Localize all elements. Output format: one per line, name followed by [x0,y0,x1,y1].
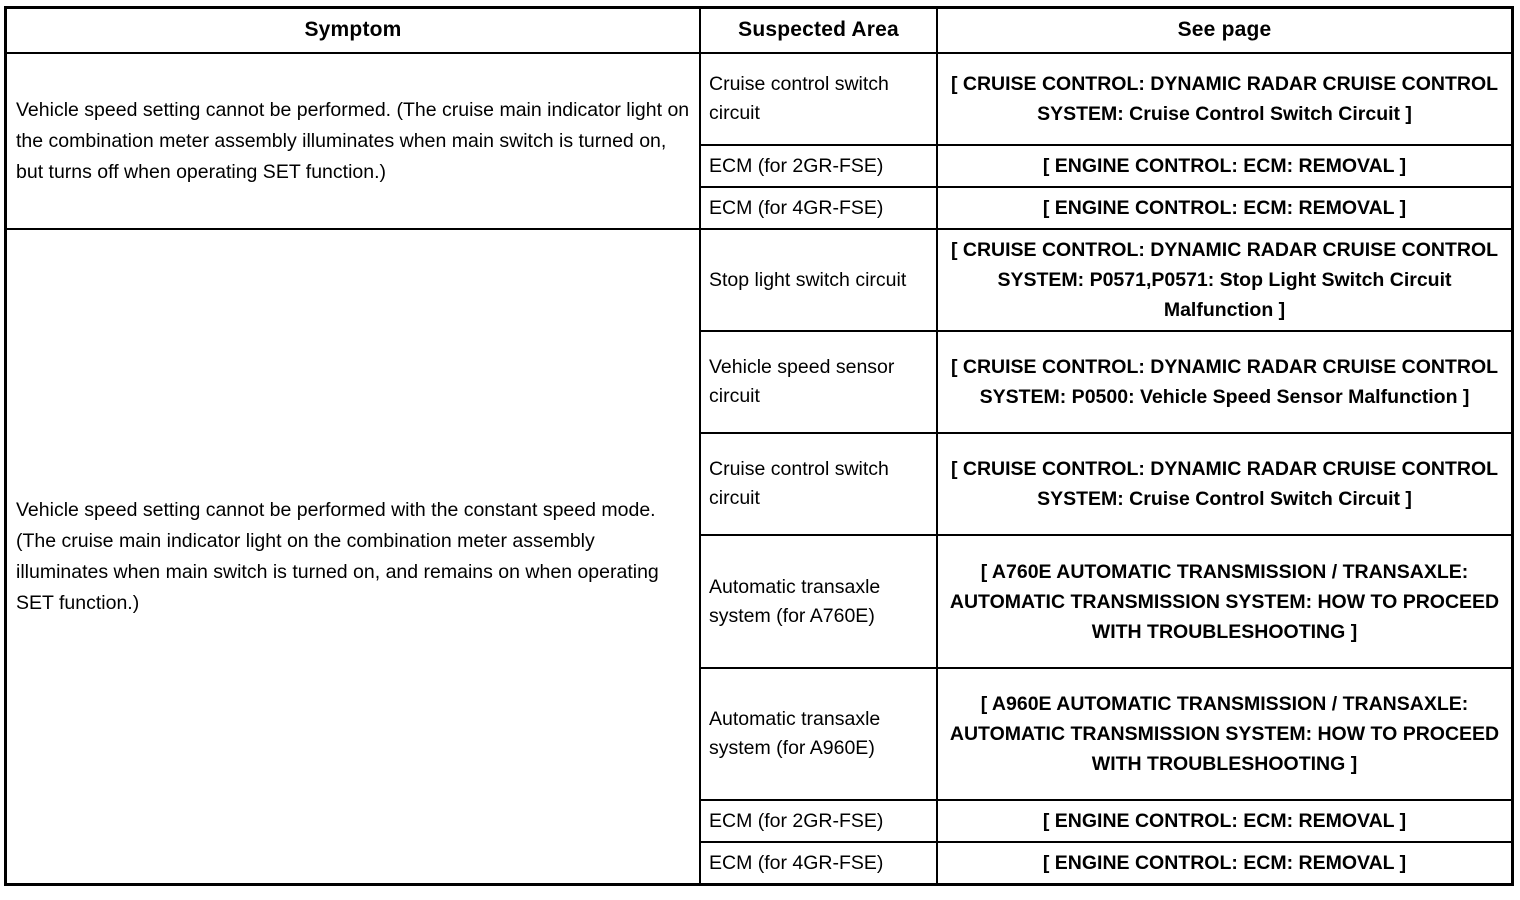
table-row: Vehicle speed setting cannot be performe… [5,228,1513,885]
table-row: Vehicle speed setting cannot be performe… [5,52,1513,230]
symptom-cell-2: Vehicle speed setting cannot be performe… [5,228,701,885]
table-row: ECM (for 4GR-FSE) [ ENGINE CONTROL: ECM:… [6,841,1513,885]
symptom-troubleshooting-table: Symptom Suspected Area See page Vehicle … [4,6,1514,886]
table-row: ECM (for 2GR-FSE) [ ENGINE CONTROL: ECM:… [6,799,1513,843]
see-page-cell: [ ENGINE CONTROL: ECM: REMOVAL ] [936,841,1513,885]
see-page-cell: [ CRUISE CONTROL: DYNAMIC RADAR CRUISE C… [936,52,1513,146]
suspected-area-cell: ECM (for 4GR-FSE) [699,841,938,885]
suspected-area-cell: Automatic transaxle system (for A960E) [699,667,938,801]
see-page-cell: [ CRUISE CONTROL: DYNAMIC RADAR CRUISE C… [936,432,1513,536]
table-row: ECM (for 4GR-FSE) [ ENGINE CONTROL: ECM:… [6,186,1513,230]
column-header-suspected-area: Suspected Area [699,7,938,54]
suspected-area-cell: ECM (for 2GR-FSE) [699,144,938,188]
suspected-area-cell: ECM (for 2GR-FSE) [699,799,938,843]
table-row: Cruise control switch circuit [ CRUISE C… [6,432,1513,536]
see-page-cell: [ ENGINE CONTROL: ECM: REMOVAL ] [936,144,1513,188]
symptom-cell-1: Vehicle speed setting cannot be performe… [5,52,701,230]
table-row: Automatic transaxle system (for A760E) [… [6,534,1513,669]
see-page-cell: [ ENGINE CONTROL: ECM: REMOVAL ] [936,186,1513,230]
suspected-area-cell: ECM (for 4GR-FSE) [699,186,938,230]
suspected-area-cell: Stop light switch circuit [699,228,938,332]
see-page-cell: [ ENGINE CONTROL: ECM: REMOVAL ] [936,799,1513,843]
see-page-cell: [ A760E AUTOMATIC TRANSMISSION / TRANSAX… [936,534,1513,669]
column-header-symptom: Symptom [5,7,701,54]
see-page-cell: [ CRUISE CONTROL: DYNAMIC RADAR CRUISE C… [936,228,1513,332]
column-header-see-page: See page [936,7,1513,54]
table-row: Vehicle speed sensor circuit [ CRUISE CO… [6,330,1513,434]
suspected-area-cell: Automatic transaxle system (for A760E) [699,534,938,669]
see-page-cell: [ CRUISE CONTROL: DYNAMIC RADAR CRUISE C… [936,330,1513,434]
table-header-row: Symptom Suspected Area See page [5,7,1513,54]
suspected-area-cell: Cruise control switch circuit [699,52,938,146]
see-page-cell: [ A960E AUTOMATIC TRANSMISSION / TRANSAX… [936,667,1513,801]
table-row: ECM (for 2GR-FSE) [ ENGINE CONTROL: ECM:… [6,144,1513,188]
suspected-area-cell: Cruise control switch circuit [699,432,938,536]
table-body: Vehicle speed setting cannot be performe… [5,52,1513,885]
table-row: Automatic transaxle system (for A960E) [… [6,667,1513,801]
suspected-area-cell: Vehicle speed sensor circuit [699,330,938,434]
table-header: Symptom Suspected Area See page [5,7,1513,54]
